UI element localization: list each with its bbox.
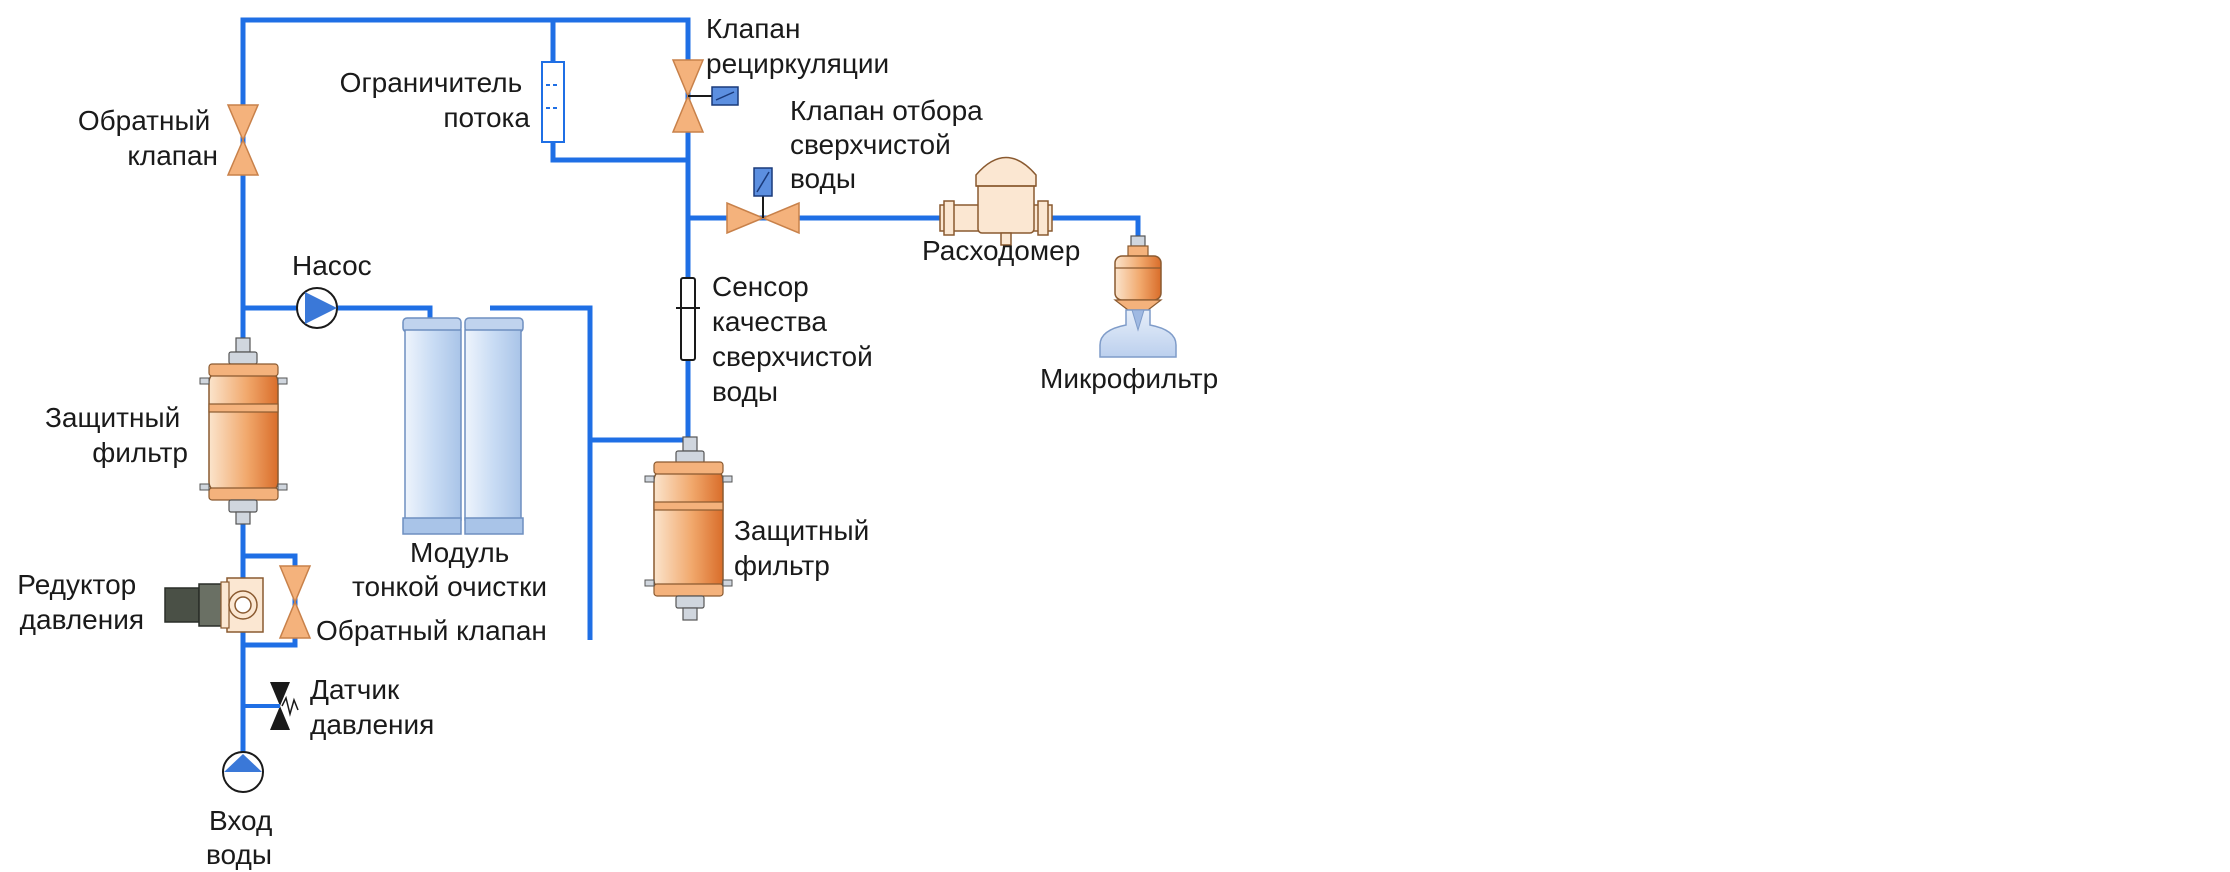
dispense-valve-label: Клапан отбора сверхчистой воды <box>790 95 991 194</box>
flow-limiter-label: Ограничитель потока <box>340 67 531 133</box>
check-valve-top-icon <box>226 104 260 176</box>
guard-filter-left-label: Защитный фильтр <box>45 402 188 468</box>
pressure-reducer-label: Редуктор давления <box>17 569 144 635</box>
microfilter-icon <box>1099 235 1177 358</box>
flow-limiter-icon <box>541 61 565 143</box>
flowmeter-icon <box>939 156 1053 246</box>
guard-filter-right-icon <box>644 436 733 621</box>
quality-sensor-icon <box>676 277 700 361</box>
check-valve-bottom-icon <box>278 565 312 639</box>
pressure-sensor-label: Датчик давления <box>310 674 434 740</box>
water-inlet-icon <box>222 751 264 793</box>
guard-filter-right-label: Защитный фильтр <box>734 515 877 581</box>
pipe-network <box>240 17 1141 778</box>
pressure-sensor-icon <box>243 682 299 730</box>
quality-sensor-label: Сенсор качества сверхчистой воды <box>712 271 881 407</box>
pump-label: Насос <box>292 250 372 281</box>
polishing-module-icon <box>402 317 524 535</box>
microfilter-label: Микрофильтр <box>1040 363 1218 394</box>
polishing-module-label: Модуль тонкой очистки <box>352 537 547 602</box>
dispense-valve-icon <box>726 167 800 235</box>
pump-icon <box>296 287 338 329</box>
water-inlet-label: Вход воды <box>206 805 280 870</box>
pressure-reducer-icon <box>164 577 264 633</box>
recirculation-valve-icon <box>671 59 739 133</box>
recirculation-valve-label: Клапан рециркуляции <box>706 13 889 79</box>
check-valve-top-label: Обратный клапан <box>78 105 218 171</box>
flowmeter-label: Расходомер <box>922 235 1080 266</box>
guard-filter-left-icon <box>199 337 288 525</box>
check-valve-bottom-label: Обратный клапан <box>316 615 547 646</box>
